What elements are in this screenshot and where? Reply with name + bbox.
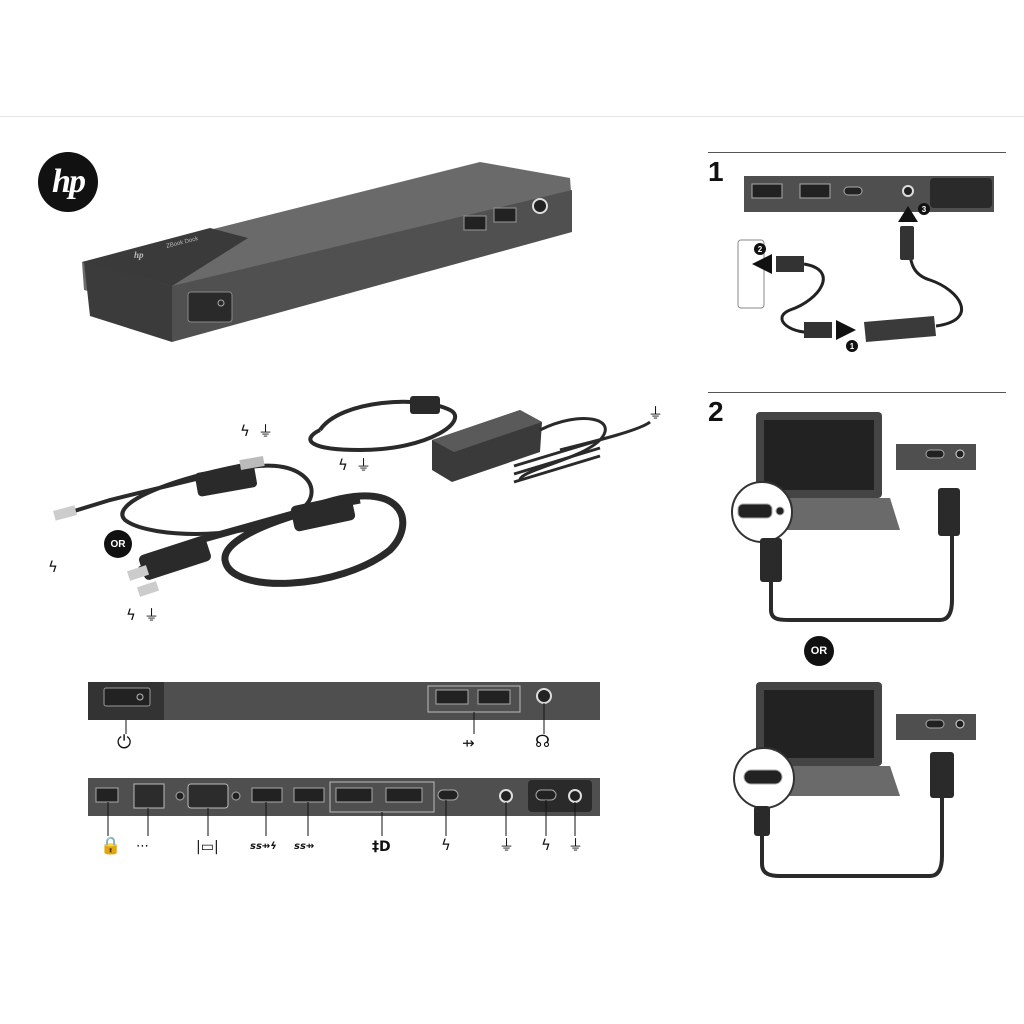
thunderbolt-icon: ϟ — [541, 836, 551, 854]
step-2-number: 2 — [708, 396, 724, 427]
displayport-icon: ‡D — [372, 839, 391, 855]
thunderbolt-icon: ϟ — [126, 606, 136, 624]
step-1-rule — [708, 152, 1006, 153]
power-plug-icon: ⏚ — [499, 836, 515, 854]
usb-ss-charging-icon: ss⇸ϟ — [250, 841, 277, 852]
thunderbolt-icon: ϟ — [240, 422, 250, 440]
or-badge: OR — [104, 530, 132, 558]
hp-logo: hp — [38, 152, 98, 212]
callout-1: 1 — [846, 340, 858, 352]
power-plug-icon: ⏚ — [568, 836, 584, 854]
power-plug-icon: ⏚ — [144, 606, 160, 624]
callout-2: 2 — [754, 243, 766, 255]
power-icon: ⏻ — [117, 732, 132, 753]
power-plug-icon: ⏚ — [356, 456, 372, 474]
top-divider — [0, 116, 1024, 117]
usb-icon: ⇸ — [462, 734, 475, 752]
headset-icon: ☊ — [535, 732, 551, 752]
vga-icon: |▭| — [196, 839, 219, 855]
usb-ss-icon: ss⇸ — [294, 841, 315, 852]
step-1-number: 1 — [708, 156, 724, 187]
power-plug-icon: ⏚ — [258, 422, 274, 440]
callout-3: 3 — [918, 203, 930, 215]
power-plug-icon: ⏚ — [648, 404, 664, 422]
thunderbolt-icon: ϟ — [441, 836, 451, 854]
step-2-rule — [708, 392, 1006, 393]
or-badge: OR — [804, 636, 834, 666]
ethernet-icon: ⋯ — [136, 839, 149, 854]
thunderbolt-icon: ϟ — [338, 456, 348, 474]
lock-icon: 🔒 — [100, 836, 122, 856]
thunderbolt-icon: ϟ — [48, 558, 58, 576]
dock-logo-mark: hp — [134, 250, 144, 260]
